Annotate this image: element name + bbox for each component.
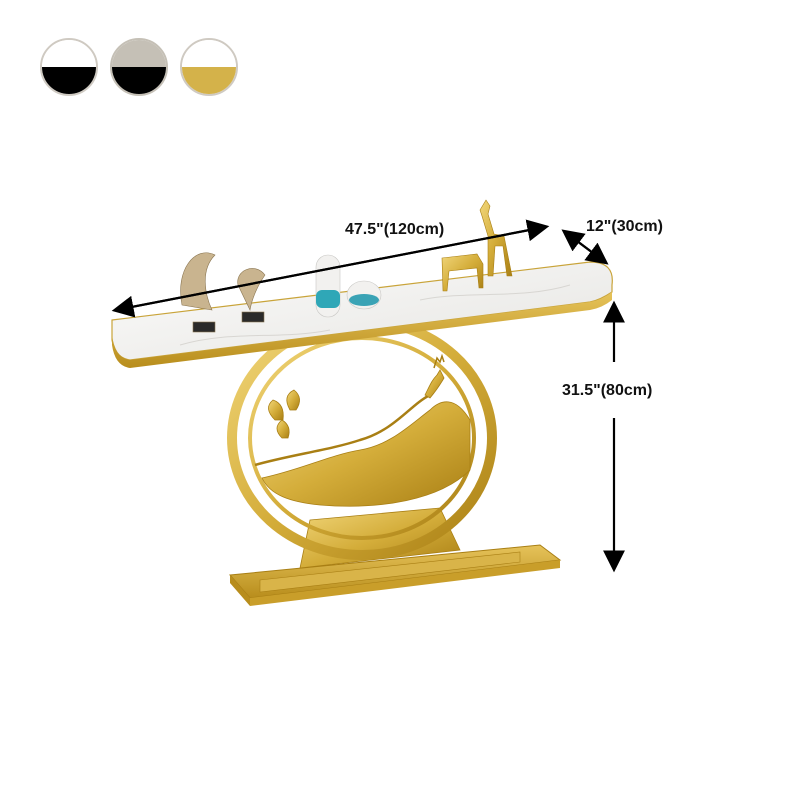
width-dimension-label: 47.5"(120cm) [345, 221, 445, 238]
color-swatch-grey-black[interactable] [110, 38, 168, 96]
swatch-top-half [42, 40, 96, 67]
swatch-top-half [182, 40, 236, 67]
dimension-arrows [111, 219, 625, 573]
deer-figurines [441, 199, 513, 292]
ginkgo-leaves [268, 389, 300, 439]
marble-table-top [111, 261, 613, 368]
swatch-bottom-half [112, 67, 166, 94]
swatch-bottom-half [42, 67, 96, 94]
swatch-bottom-half [182, 67, 236, 94]
color-swatch-white-gold[interactable] [180, 38, 238, 96]
color-swatch-white-black[interactable] [40, 38, 98, 96]
swatch-top-half [112, 40, 166, 67]
width-arrow-right [115, 219, 550, 312]
height-dimension-label: 31.5"(80cm) [562, 382, 653, 399]
mountain-deer-decoration [254, 353, 471, 507]
depth-dimension-label: 12"(30cm) [586, 218, 663, 235]
